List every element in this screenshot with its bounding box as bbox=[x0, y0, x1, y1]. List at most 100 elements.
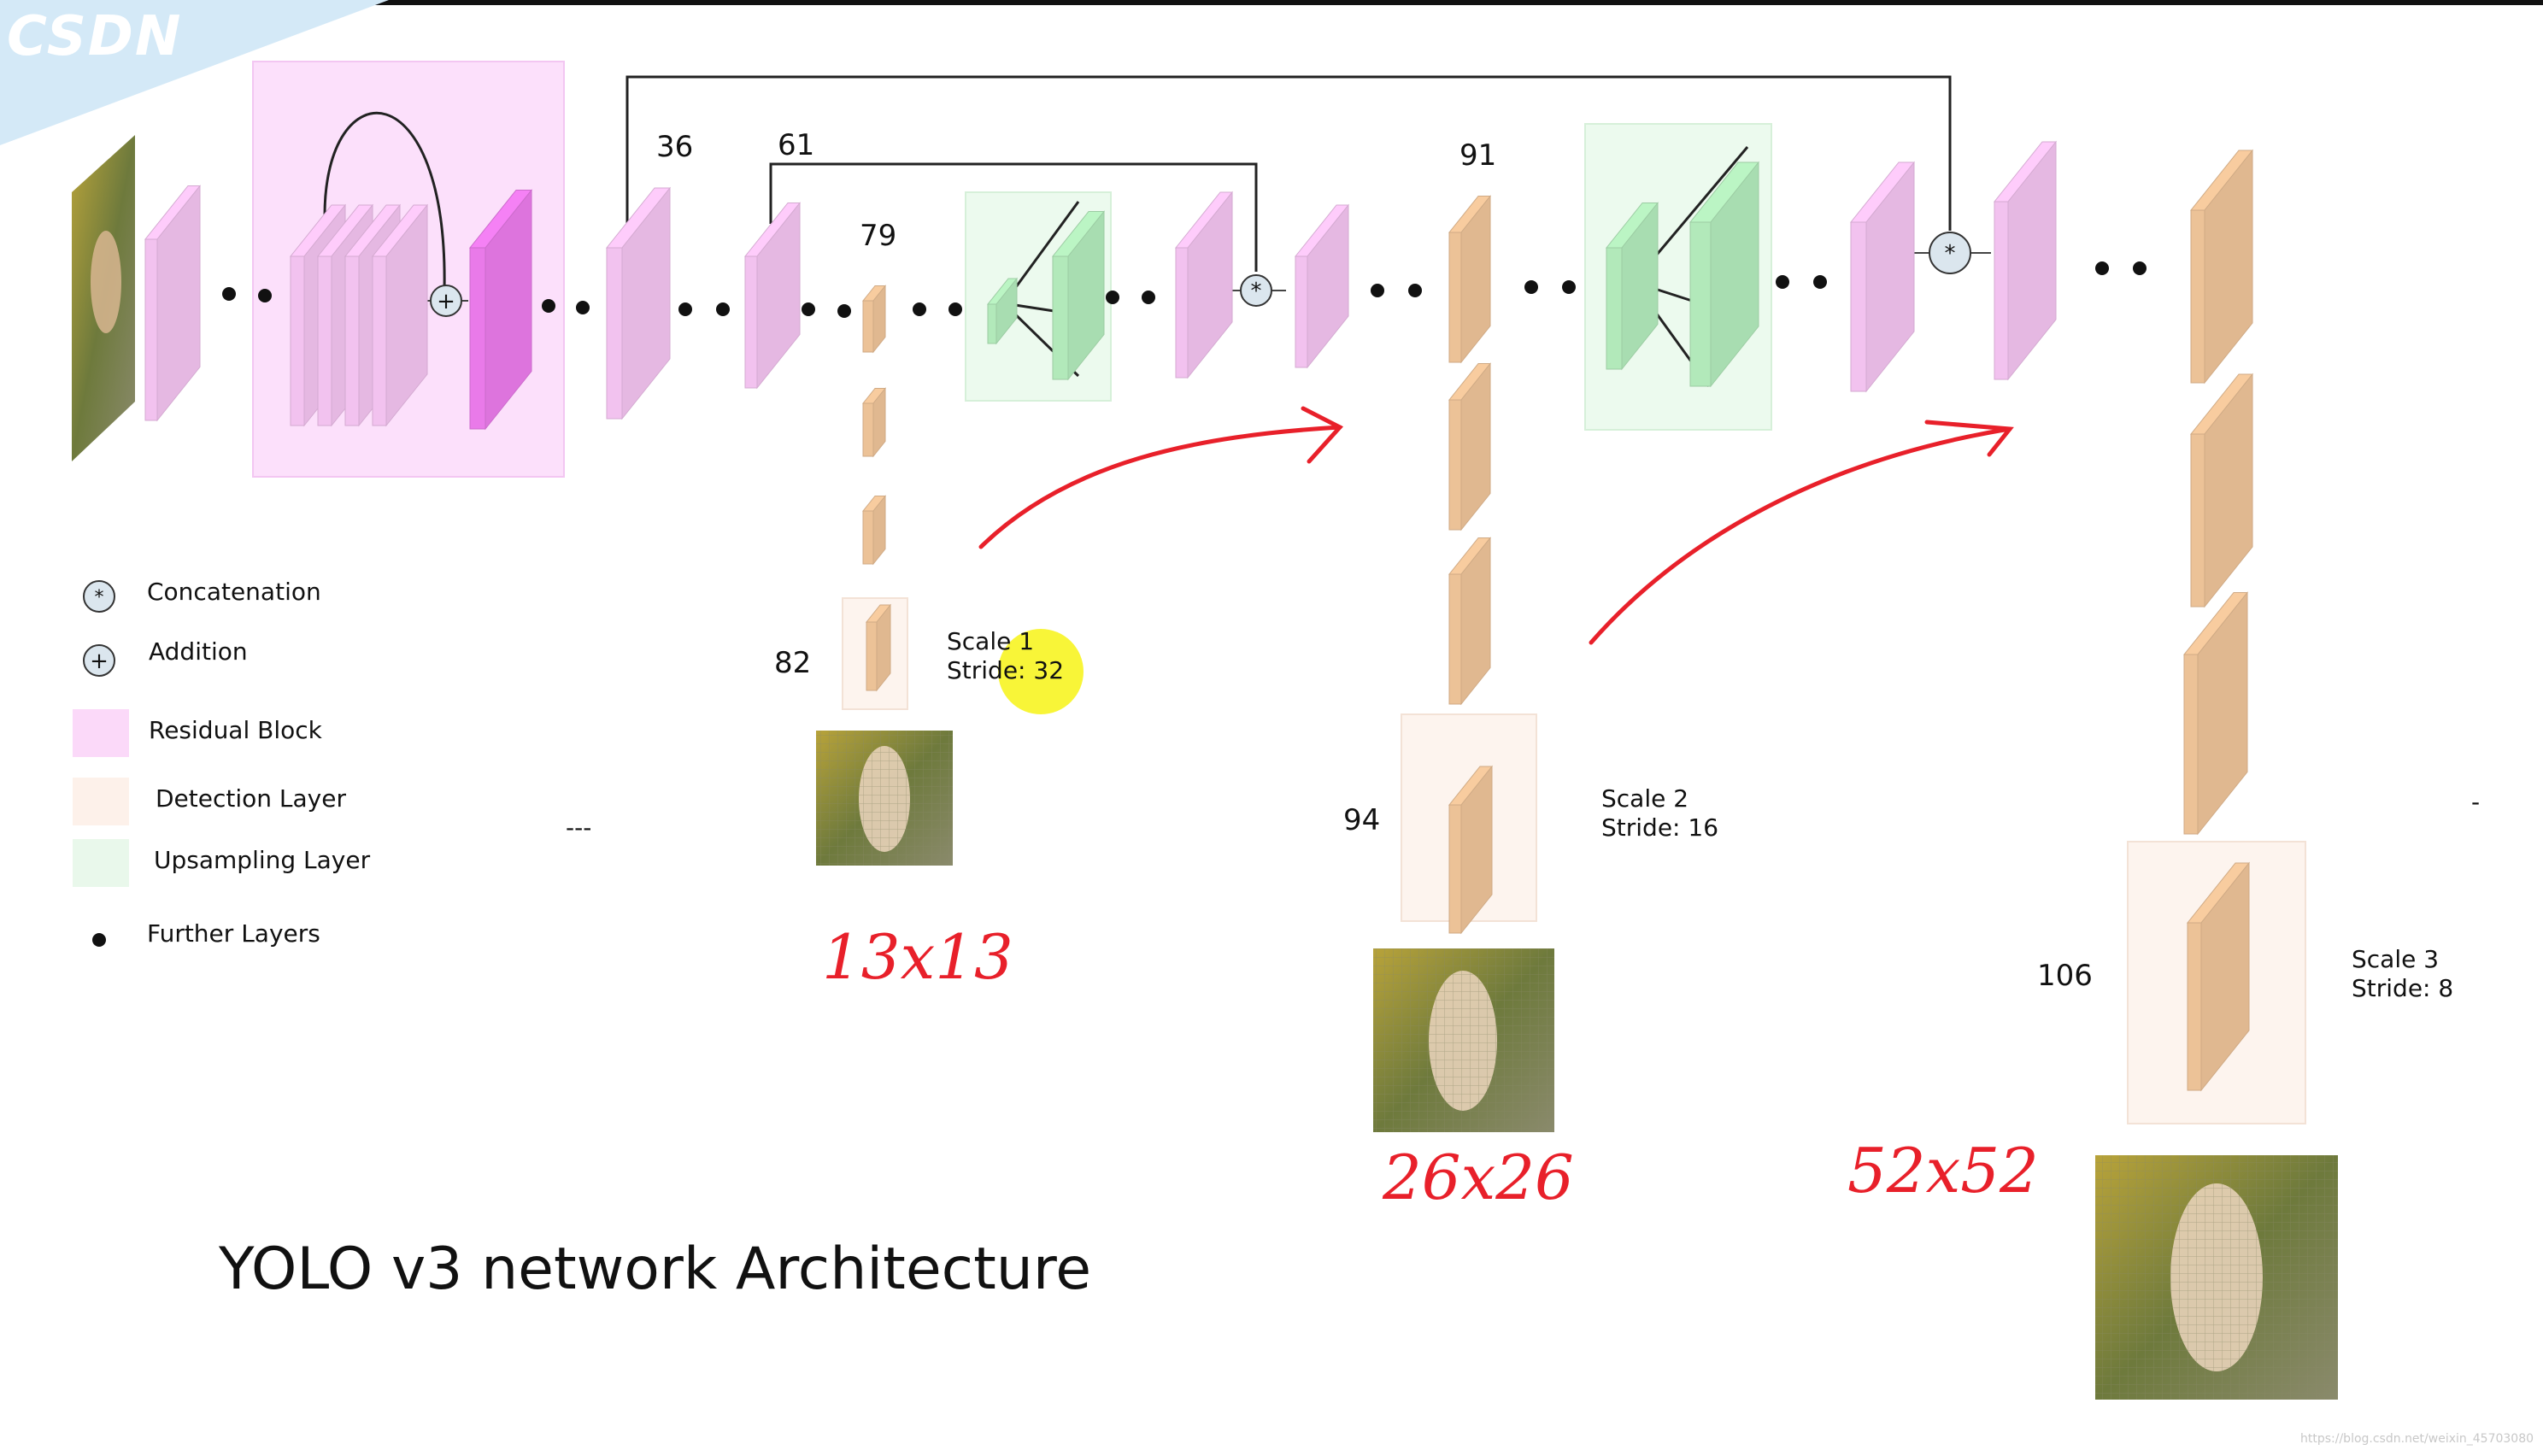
layer-number-106: 106 bbox=[2037, 959, 2093, 993]
residual-layer-9 bbox=[1849, 161, 1916, 393]
annotation-arrow-2 bbox=[1589, 420, 2014, 645]
residual-layer-4 bbox=[371, 203, 429, 427]
handwritten-26x26: 26x26 bbox=[1383, 1142, 1574, 1213]
scale-3-stride: Stride: 8 bbox=[2352, 974, 2454, 1002]
detection-layer-b-1 bbox=[1448, 362, 1492, 531]
skip-connection-36 bbox=[625, 75, 1952, 231]
detection-layer-a-0 bbox=[861, 285, 887, 354]
layer-number-91: 91 bbox=[1459, 138, 1497, 173]
residual-layer-5 bbox=[605, 186, 672, 420]
residual-layer-10 bbox=[1993, 140, 2058, 381]
detection-layer-c-0 bbox=[2189, 149, 2254, 385]
detection-layer-b-2 bbox=[1448, 537, 1492, 706]
scale-1-stride: Stride: 32 bbox=[947, 656, 1065, 684]
dot-icon bbox=[92, 933, 106, 947]
further-dot-14 bbox=[1524, 280, 1538, 294]
detection-thumbnail-13x13 bbox=[816, 731, 953, 866]
legend-detection-layer: Detection Layer bbox=[156, 784, 346, 813]
upsample-swatch bbox=[73, 839, 129, 887]
scale-2-name: Scale 2 bbox=[1601, 784, 1689, 813]
further-dot-15 bbox=[1562, 280, 1576, 294]
scale-3-name: Scale 3 bbox=[2352, 945, 2440, 973]
csdn-logo: CSDN bbox=[7, 5, 183, 68]
detection-swatch bbox=[73, 778, 129, 825]
layer-number-61: 61 bbox=[778, 128, 815, 162]
svg-text:*: * bbox=[1251, 279, 1262, 304]
scale-1-label: Scale 1 Stride: 32 bbox=[947, 627, 1064, 685]
legend-upsampling-layer: Upsampling Layer bbox=[154, 846, 371, 874]
further-dot-1 bbox=[258, 289, 272, 302]
upsample-layer-2 bbox=[1605, 202, 1659, 371]
handwritten-13x13: 13x13 bbox=[822, 921, 1013, 993]
further-dot-13 bbox=[1408, 284, 1422, 297]
further-dot-12 bbox=[1371, 284, 1384, 297]
detection-layer-b-3 bbox=[1448, 765, 1494, 935]
residual-layer-8 bbox=[1294, 203, 1350, 369]
upsample-layer-1 bbox=[1051, 210, 1106, 381]
legend-residual-block: Residual Block bbox=[149, 716, 322, 744]
further-dot-17 bbox=[1813, 275, 1827, 289]
residual-layer-0 bbox=[144, 185, 202, 422]
further-dot-5 bbox=[716, 302, 730, 316]
addition-icon bbox=[83, 644, 115, 677]
detection-layer-c-3 bbox=[2186, 861, 2251, 1092]
residual-layer-6 bbox=[743, 202, 802, 390]
residual-addition-node: + bbox=[430, 285, 462, 317]
input-image-dog bbox=[91, 231, 121, 333]
further-dot-4 bbox=[678, 302, 692, 316]
handwritten-52x52: 52x52 bbox=[1847, 1135, 2039, 1206]
detection-layer-c-1 bbox=[2189, 373, 2254, 608]
concat-node-1: * bbox=[1240, 274, 1272, 307]
scale-3-label: Scale 3 Stride: 8 bbox=[2352, 945, 2453, 1003]
further-dot-8 bbox=[913, 302, 926, 316]
layer-number-94: 94 bbox=[1343, 803, 1381, 837]
detection-layer-a-3 bbox=[865, 603, 892, 692]
layer-number-36: 36 bbox=[656, 130, 694, 164]
detection-thumbnail-26x26 bbox=[1373, 948, 1554, 1132]
page-title: YOLO v3 network Architecture bbox=[219, 1236, 1092, 1303]
further-dot-9 bbox=[948, 302, 962, 316]
upsample-layer-3 bbox=[1688, 161, 1760, 388]
top-border bbox=[0, 0, 2543, 5]
skip-connection-61 bbox=[769, 162, 1258, 272]
scale-1-name: Scale 1 bbox=[947, 627, 1035, 655]
detection-thumbnail-52x52 bbox=[2095, 1155, 2338, 1400]
layer-blocks bbox=[144, 140, 2254, 1092]
svg-text:+: + bbox=[90, 649, 109, 674]
further-dot-0 bbox=[222, 287, 236, 301]
cursor-highlight bbox=[998, 629, 1084, 714]
further-dot-11 bbox=[1142, 291, 1155, 304]
further-dot-16 bbox=[1776, 275, 1789, 289]
legend-concatenation: Concatenation bbox=[147, 578, 321, 606]
residual-swatch bbox=[73, 709, 129, 757]
right-dash-mark: - bbox=[2471, 788, 2481, 816]
further-dot-2 bbox=[542, 299, 555, 313]
further-dot-19 bbox=[2133, 261, 2147, 275]
further-dot-3 bbox=[576, 301, 590, 314]
csdn-logo-banner bbox=[0, 0, 389, 145]
svg-text:*: * bbox=[1945, 241, 1956, 267]
layer-number-79: 79 bbox=[860, 219, 897, 253]
further-layer-dots bbox=[222, 261, 2147, 318]
operation-nodes: + * * bbox=[430, 232, 1971, 317]
annotation-arrow-1 bbox=[978, 406, 1344, 549]
legend-icons: * + bbox=[73, 580, 129, 947]
detection-layer-c-2 bbox=[2182, 591, 2249, 836]
legend-further-layers: Further Layers bbox=[147, 919, 320, 948]
svg-text:*: * bbox=[95, 587, 104, 608]
residual-layer-7 bbox=[1174, 191, 1234, 379]
further-dot-6 bbox=[802, 302, 815, 316]
scale-2-stride: Stride: 16 bbox=[1601, 813, 1719, 842]
detection-layer-a-1 bbox=[861, 387, 887, 458]
detection-layer-b-0 bbox=[1448, 195, 1492, 364]
upsample-layer-0 bbox=[986, 277, 1019, 345]
legend-addition: Addition bbox=[149, 637, 248, 666]
concat-node-2: * bbox=[1929, 232, 1971, 274]
further-dot-7 bbox=[837, 304, 851, 318]
svg-text:+: + bbox=[437, 289, 455, 314]
residual-skip-arc bbox=[323, 111, 446, 291]
detection-layer-a-2 bbox=[861, 495, 887, 566]
residual-layer-output bbox=[468, 189, 533, 431]
layer-number-82: 82 bbox=[774, 646, 812, 680]
